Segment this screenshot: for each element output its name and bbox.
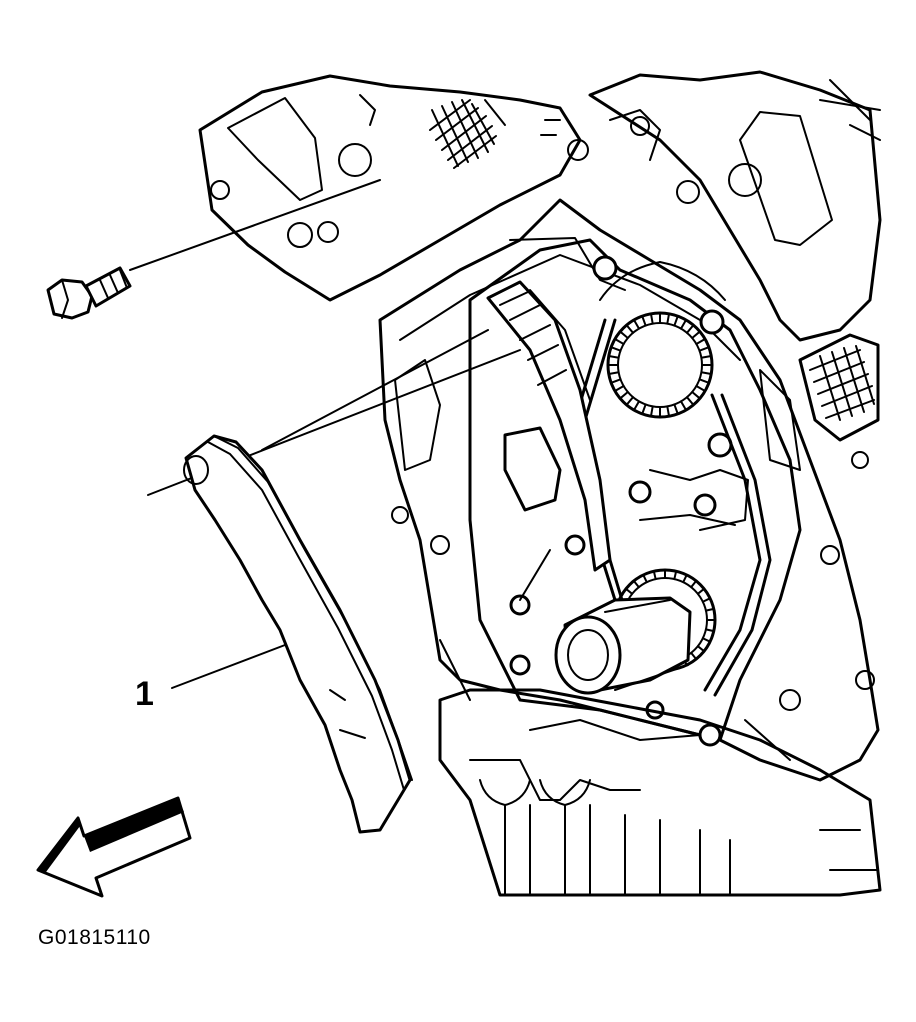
sprocket-tooth — [701, 637, 712, 643]
sprocket-tooth — [613, 385, 625, 392]
front-direction-arrow-icon — [36, 796, 192, 898]
timing-chain-guide — [183, 434, 413, 834]
sprocket-tooth — [696, 645, 706, 653]
sprocket-tooth — [680, 318, 687, 330]
sprocket-tooth — [685, 396, 695, 406]
sprocket-tooth — [633, 318, 640, 330]
sprocket-tooth — [619, 390, 629, 400]
sprocket-tooth — [641, 315, 647, 327]
sprocket-tooth — [649, 405, 654, 418]
installed-guide — [486, 280, 612, 572]
right-cylinder-head — [567, 70, 882, 442]
chain-tensioner — [503, 426, 749, 531]
camshaft-sprocket — [592, 255, 733, 458]
sprocket-tooth — [613, 338, 625, 345]
sprocket-tooth — [610, 378, 622, 384]
sprocket-tooth — [649, 312, 654, 325]
sprocket-tooth — [642, 573, 648, 584]
sprocket-tooth — [610, 346, 622, 352]
sprocket-tooth — [632, 579, 640, 589]
sprocket-tooth — [698, 378, 710, 384]
sprocket-tooth — [666, 405, 671, 418]
sprocket-tooth — [624, 587, 634, 595]
right-head-crosshatch — [798, 333, 880, 442]
sprocket-tooth — [700, 354, 713, 359]
sprocket-tooth — [607, 371, 620, 376]
sprocket-tooth — [682, 573, 688, 584]
sprocket-tooth — [652, 570, 657, 581]
sprocket-tooth — [701, 597, 712, 603]
sprocket-tooth — [695, 385, 707, 392]
sprocket-tooth — [619, 330, 629, 340]
left-cylinder-head — [198, 74, 582, 302]
sprocket-tooth — [625, 324, 635, 334]
sprocket-tooth — [685, 324, 695, 334]
callout-1: 1 — [135, 644, 286, 713]
sprocket-tooth — [695, 338, 707, 345]
sprocket-tooth — [690, 579, 698, 589]
sprocket-tooth — [690, 651, 698, 661]
sprocket-tooth — [666, 312, 671, 325]
sprocket-tooth — [641, 403, 647, 415]
sprocket-tooth — [698, 346, 710, 352]
sprocket-tooth — [607, 354, 620, 359]
sprocket-tooth — [673, 570, 678, 581]
sprocket-tooth — [696, 587, 706, 595]
figure-id: G01815110 — [38, 926, 151, 949]
lower-block — [438, 688, 882, 897]
guide-bolt — [46, 266, 132, 320]
callout-label: 1 — [135, 675, 154, 713]
sprocket-tooth — [680, 400, 687, 412]
sprocket-tooth — [673, 403, 679, 415]
sprocket-tooth — [625, 396, 635, 406]
sprocket-tooth — [700, 371, 713, 376]
left-head-crosshatch — [429, 99, 497, 169]
sprocket-tooth — [704, 628, 715, 633]
sprocket-tooth — [673, 315, 679, 327]
sprocket-tooth — [633, 400, 640, 412]
sprocket-tooth — [691, 390, 701, 400]
sprocket-tooth — [691, 330, 701, 340]
crankshaft-assembly — [509, 534, 722, 747]
sprocket-tooth — [704, 607, 715, 612]
